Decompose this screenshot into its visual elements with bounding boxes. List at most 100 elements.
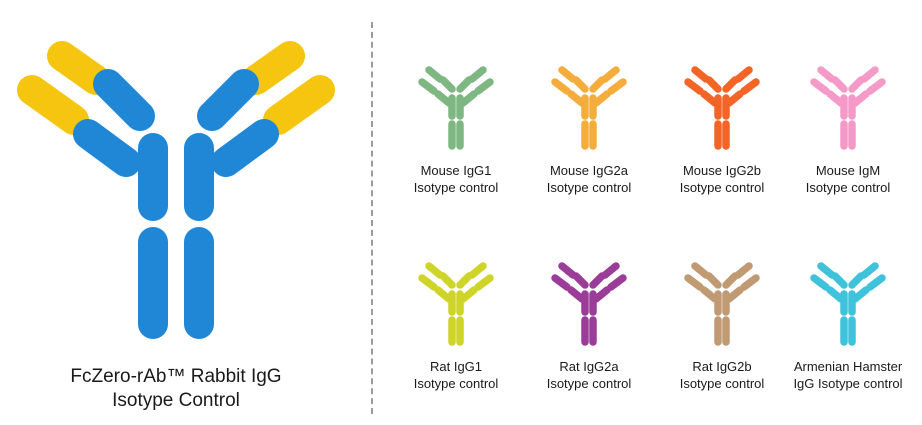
isotype-name: Mouse IgG1: [420, 163, 492, 178]
heavy-chain-right-lower: [851, 90, 870, 107]
light-chain-left-inner: [551, 78, 571, 95]
heavy-chain-right-lower: [851, 286, 870, 303]
light-chain-left-inner: [418, 274, 438, 291]
isotype-rat-igg1: Rat IgG1 Isotype control: [390, 254, 522, 404]
antibody-icon: [551, 66, 627, 150]
antibody-icon: [684, 66, 760, 150]
light-chain-left-inner: [810, 274, 830, 291]
isotype-label: Rat IgG1 Isotype control: [390, 358, 522, 392]
heavy-chain-left-upper: [439, 76, 456, 93]
light-chain-right-outer: [860, 66, 879, 83]
heavy-chain-right-upper: [197, 69, 259, 131]
light-chain-left-inner: [551, 274, 571, 291]
heavy-chain-left-lower: [434, 286, 453, 303]
isotype-rat-igg2b: Rat IgG2b Isotype control: [656, 254, 788, 404]
heavy-chains: [73, 69, 279, 339]
isotype-name: Rat IgG2a: [559, 359, 619, 374]
heavy-chain-left-upper: [705, 76, 722, 93]
light-chain-right-inner: [474, 274, 494, 291]
antibody-icon: [551, 262, 627, 346]
isotype-label: Mouse IgM Isotype control: [782, 162, 914, 196]
isotype-name: Mouse IgM: [815, 163, 881, 178]
dashed-divider: [371, 22, 373, 414]
light-chain-right-inner: [866, 78, 886, 95]
antibody-icon: [418, 66, 494, 150]
heavy-chain-right-lower: [211, 119, 279, 177]
antibody-icon: [810, 66, 886, 150]
light-chain-left-outer: [817, 66, 836, 83]
light-chain-left-outer: [425, 262, 444, 279]
heavy-chain-left-lower: [700, 286, 719, 303]
isotype-label: Rat IgG2a Isotype control: [523, 358, 655, 392]
light-chain-left-inner: [684, 274, 704, 291]
heavy-chain-left-upper: [439, 272, 456, 289]
heavy-chain-right-upper: [848, 76, 865, 93]
isotype-mouse-igm: Mouse IgM Isotype control: [782, 58, 914, 208]
light-chain-left-outer: [817, 262, 836, 279]
light-chain-left-inner: [17, 75, 89, 135]
isotype-mouse-igg2b: Mouse IgG2b Isotype control: [656, 58, 788, 208]
light-chain-right-inner: [263, 75, 335, 135]
light-chain-right-outer: [734, 262, 753, 279]
light-chain-right-outer: [860, 262, 879, 279]
light-chain-left-inner: [684, 78, 704, 95]
heavy-chain-left-lower: [826, 90, 845, 107]
heavy-chain-left-lower: [567, 286, 586, 303]
light-chain-right-outer: [468, 66, 487, 83]
heavy-chain-left-lower: [434, 90, 453, 107]
isotype-label: Mouse IgG2a Isotype control: [523, 162, 655, 196]
isotype-label: Mouse IgG2b Isotype control: [656, 162, 788, 196]
isotype-subtitle: Isotype control: [413, 376, 499, 391]
light-chain-right-inner: [740, 78, 760, 95]
heavy-chain-right-upper: [722, 76, 739, 93]
light-chain-left-inner: [418, 78, 438, 95]
heavy-chain-right-lower: [592, 286, 611, 303]
heavy-chain-left-lower: [826, 286, 845, 303]
heavy-chain-right-upper: [456, 272, 473, 289]
isotype-subtitle: Isotype control: [679, 376, 765, 391]
heavy-chain-right-upper: [456, 76, 473, 93]
heavy-chain-left-upper: [572, 76, 589, 93]
light-chain-left-outer: [47, 41, 111, 95]
light-chains: [17, 41, 335, 135]
isotype-label: Armenian Hamster IgG Isotype control: [782, 358, 914, 392]
heavy-chain-right-upper: [589, 76, 606, 93]
light-chain-left-outer: [558, 262, 577, 279]
isotype-subtitle: Isotype control: [413, 180, 499, 195]
heavy-chain-right-lower: [459, 90, 478, 107]
isotype-name: Armenian Hamster: [793, 359, 903, 374]
heavy-chain-left-lower: [73, 119, 141, 177]
heavy-chain-left-upper: [705, 272, 722, 289]
light-chain-right-inner: [866, 274, 886, 291]
heavy-chain-right-lower: [459, 286, 478, 303]
isotype-subtitle: IgG Isotype control: [793, 376, 903, 391]
light-chain-right-outer: [468, 262, 487, 279]
light-chain-left-outer: [691, 66, 710, 83]
isotype-mouse-igg1: Mouse IgG1 Isotype control: [390, 58, 522, 208]
light-chain-left-outer: [691, 262, 710, 279]
main-caption: FcZero-rAb™ Rabbit IgG Isotype Control: [20, 365, 332, 413]
isotype-subtitle: Isotype control: [546, 376, 632, 391]
light-chain-right-outer: [601, 66, 620, 83]
heavy-chain-right-upper: [589, 272, 606, 289]
light-chain-right-inner: [607, 78, 627, 95]
heavy-chain-right-lower: [725, 286, 744, 303]
isotype-mouse-igg2a: Mouse IgG2a Isotype control: [523, 58, 655, 208]
isotype-grid: Mouse IgG1 Isotype control Mouse IgG2a I…: [390, 58, 920, 398]
heavy-chain-right-upper: [722, 272, 739, 289]
isotype-subtitle: Isotype control: [546, 180, 632, 195]
isotype-name: Rat IgG1: [429, 359, 483, 374]
light-chain-left-inner: [810, 78, 830, 95]
main-title: FcZero-rAb™ Rabbit IgG: [70, 366, 282, 387]
heavy-chain-left-lower: [700, 90, 719, 107]
antibody-icon: [684, 262, 760, 346]
heavy-chain-right-lower: [725, 90, 744, 107]
isotype-label: Rat IgG2b Isotype control: [656, 358, 788, 392]
antibody-icon: [810, 262, 886, 346]
isotype-name: Mouse IgG2b: [682, 163, 762, 178]
isotype-label: Mouse IgG1 Isotype control: [390, 162, 522, 196]
heavy-chain-left-upper: [572, 272, 589, 289]
light-chain-right-inner: [474, 78, 494, 95]
heavy-chain-left-lower: [567, 90, 586, 107]
